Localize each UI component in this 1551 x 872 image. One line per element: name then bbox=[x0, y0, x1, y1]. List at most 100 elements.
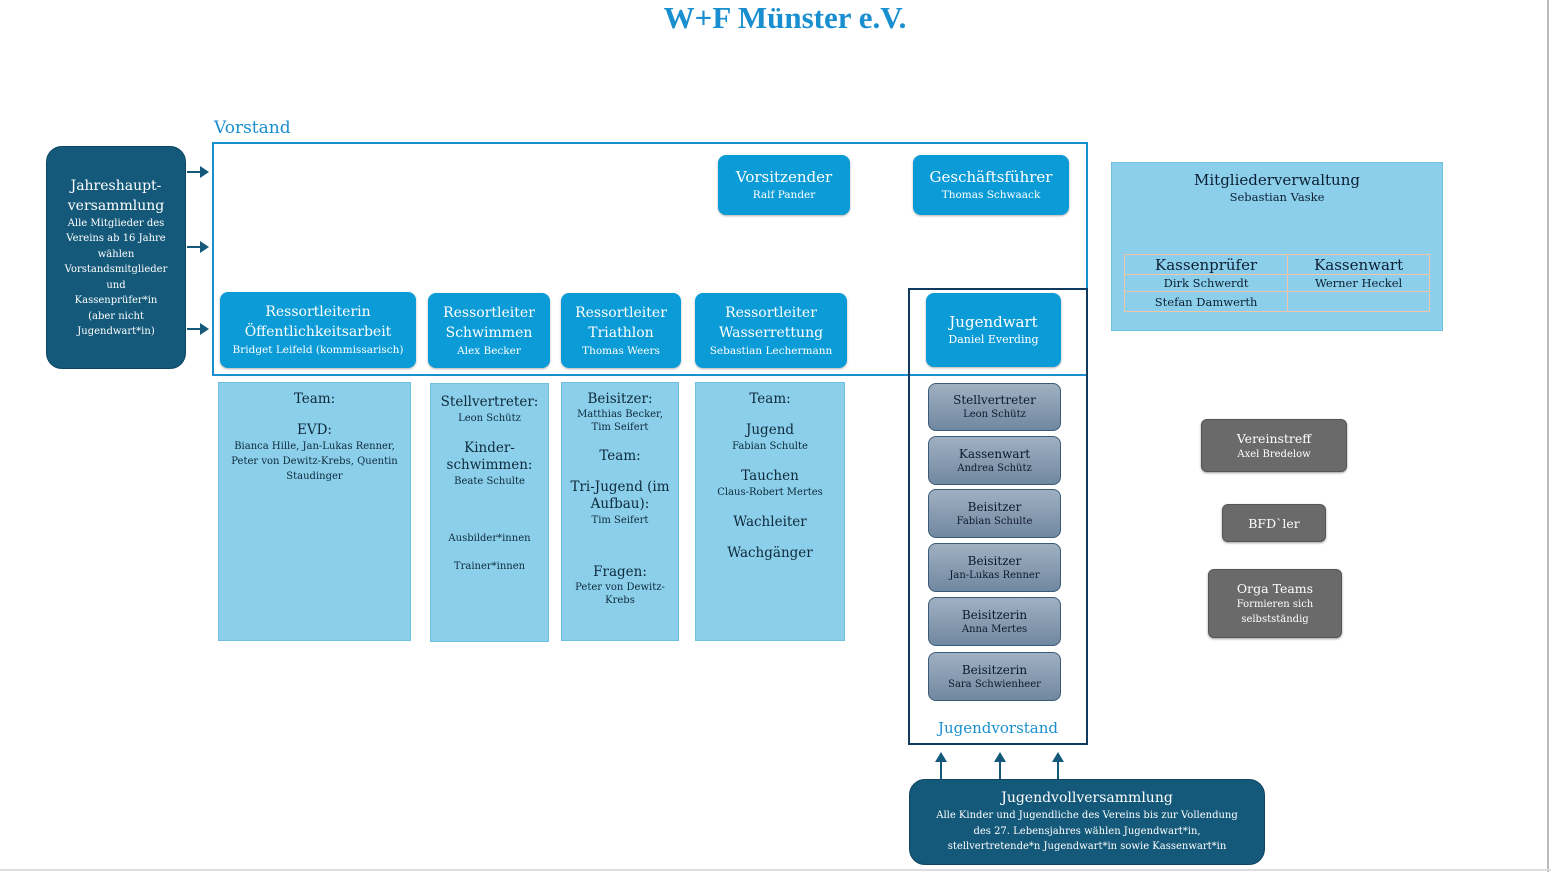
heading: Stellvertreter: bbox=[440, 394, 539, 410]
vorsitzender-box: Vorsitzender Ralf Pander bbox=[718, 155, 850, 215]
arrow-up-icon bbox=[1052, 752, 1064, 779]
name: Axel Bredelow bbox=[1237, 448, 1311, 460]
arrow-up-icon bbox=[994, 752, 1006, 779]
role: Öffentlichkeitsarbeit bbox=[244, 324, 392, 340]
jhv-desc: (aber nicht bbox=[88, 310, 144, 322]
column-header: Kassenprüfer bbox=[1123, 254, 1289, 275]
name: Peter von Dewitz-Krebs bbox=[575, 582, 665, 606]
role: Beisitzerin bbox=[961, 662, 1028, 677]
name: Alex Becker bbox=[457, 344, 521, 357]
page-title: W+F Münster e.V. bbox=[663, 0, 907, 35]
jahreshauptversammlung-box: Jahreshaupt- versammlung Alle Mitglieder… bbox=[46, 146, 186, 369]
name: Daniel Everding bbox=[948, 333, 1039, 346]
vorstand-label: Vorstand bbox=[214, 118, 291, 138]
role: Beisitzer bbox=[967, 499, 1022, 514]
ressort-schwimmen: Ressortleiter Schwimmen Alex Becker bbox=[428, 293, 550, 368]
name: Andrea Schütz bbox=[957, 462, 1032, 474]
cell: Werner Heckel bbox=[1287, 274, 1430, 292]
role: Stellvertreter bbox=[953, 393, 1036, 407]
desc: Formieren sich bbox=[1236, 599, 1314, 610]
team-schwimmen: Stellvertreter: Leon Schütz Kinder-schwi… bbox=[430, 383, 549, 642]
item: Ausbilder*innen bbox=[448, 533, 531, 544]
jhv-desc: Vereins ab 16 Jahre bbox=[66, 233, 166, 244]
role: Orga Teams bbox=[1236, 581, 1314, 596]
desc: selbstständig bbox=[1241, 614, 1309, 625]
name: Fabian Schulte bbox=[732, 441, 808, 452]
heading: Tri-Jugend (im Aufbau): bbox=[570, 479, 670, 512]
role: Ressortleiter bbox=[443, 304, 535, 321]
heading: Beisitzer: bbox=[587, 391, 653, 407]
name: Leon Schütz bbox=[458, 413, 521, 424]
heading: EVD: bbox=[297, 422, 332, 438]
role: Ressortleiterin bbox=[265, 304, 371, 320]
name: Leon Schütz bbox=[963, 409, 1026, 420]
jugendvollversammlung-box: Jugendvollversammlung Alle Kinder und Ju… bbox=[909, 779, 1265, 865]
heading: Team: bbox=[749, 391, 791, 407]
cell: Stefan Damwerth bbox=[1123, 291, 1289, 312]
geschaeftsfuehrer-box: Geschäftsführer Thomas Schwaack bbox=[913, 155, 1069, 215]
cell: Dirk Schwerdt bbox=[1123, 274, 1289, 292]
role: Ressortleiter bbox=[725, 304, 817, 321]
ressort-oeffentlichkeitsarbeit: Ressortleiterin Öffentlichkeitsarbeit Br… bbox=[220, 292, 416, 368]
cell bbox=[1287, 291, 1430, 312]
name: Anna Mertes bbox=[961, 623, 1028, 635]
jhv-desc: Kassenprüfer*in bbox=[74, 295, 158, 306]
arrow-right-icon bbox=[187, 241, 209, 253]
heading: Wachleiter bbox=[733, 514, 807, 530]
name: Claus-Robert Mertes bbox=[717, 487, 823, 498]
item: Trainer*innen bbox=[453, 561, 526, 572]
ressort-wasserrettung: Ressortleiter Wasserrettung Sebastian Le… bbox=[695, 293, 847, 368]
jhv-title: Jahreshaupt- bbox=[70, 177, 162, 194]
column-header: Kassenwart bbox=[1287, 254, 1430, 275]
team-wasserrettung: Team: Jugend Fabian Schulte Tauchen Clau… bbox=[695, 382, 845, 641]
team-triathlon: Beisitzer: Matthias Becker, Tim Seifert … bbox=[561, 382, 679, 641]
jhv-title: versammlung bbox=[67, 197, 165, 214]
divider bbox=[0, 869, 1551, 871]
name: Bridget Leifeld (kommissarisch) bbox=[232, 344, 404, 356]
role: BFD`ler bbox=[1248, 515, 1300, 531]
heading: Kinder-schwimmen: bbox=[446, 440, 533, 473]
role: Triathlon bbox=[588, 324, 654, 341]
role: Kassenwart bbox=[958, 446, 1031, 461]
role: Beisitzerin bbox=[961, 607, 1028, 622]
mitgliederverwaltung-box: Mitgliederverwaltung Sebastian Vaske Kas… bbox=[1111, 162, 1443, 331]
heading: Tauchen bbox=[741, 468, 799, 484]
name: Thomas Weers bbox=[582, 344, 660, 357]
jhv-desc: und bbox=[106, 279, 126, 291]
jhv-desc: Jugendwart*in) bbox=[77, 326, 155, 337]
heading: Team: bbox=[599, 448, 641, 464]
role: Vereinstreff bbox=[1236, 430, 1312, 446]
arrow-right-icon bbox=[187, 166, 209, 178]
name: Sara Schwienheer bbox=[948, 678, 1041, 690]
heading: Fragen: bbox=[593, 564, 647, 580]
name: Thomas Schwaack bbox=[941, 189, 1041, 201]
jugendwart-box: Jugendwart Daniel Everding bbox=[926, 293, 1061, 367]
jugendvorstand-label: Jugendvorstand bbox=[937, 719, 1059, 737]
name: Sebastian Lechermann bbox=[709, 344, 833, 357]
team-oeffentlichkeitsarbeit: Team: EVD: Bianca Hille, Jan-Lukas Renne… bbox=[218, 382, 411, 641]
role: Wasserrettung bbox=[718, 324, 824, 341]
arrow-right-icon bbox=[187, 323, 209, 335]
role: Ressortleiter bbox=[575, 304, 667, 321]
jhv-desc: Alle Mitglieder des bbox=[67, 217, 165, 229]
bfd-box: BFD`ler bbox=[1222, 504, 1326, 542]
role: Geschäftsführer bbox=[929, 168, 1053, 186]
name: Beate Schulte bbox=[454, 476, 525, 487]
name: Jan-Lukas Renner bbox=[949, 569, 1040, 581]
vorstand-frame bbox=[212, 142, 1088, 376]
name: Tim Seifert bbox=[591, 515, 649, 526]
heading: Mitgliederverwaltung bbox=[1194, 171, 1360, 189]
jvv-title: Jugendvollversammlung bbox=[1001, 790, 1173, 807]
heading: Jugend bbox=[745, 422, 795, 438]
role: Schwimmen bbox=[445, 324, 533, 341]
name: Ralf Pander bbox=[752, 189, 816, 201]
divider bbox=[1547, 0, 1549, 872]
